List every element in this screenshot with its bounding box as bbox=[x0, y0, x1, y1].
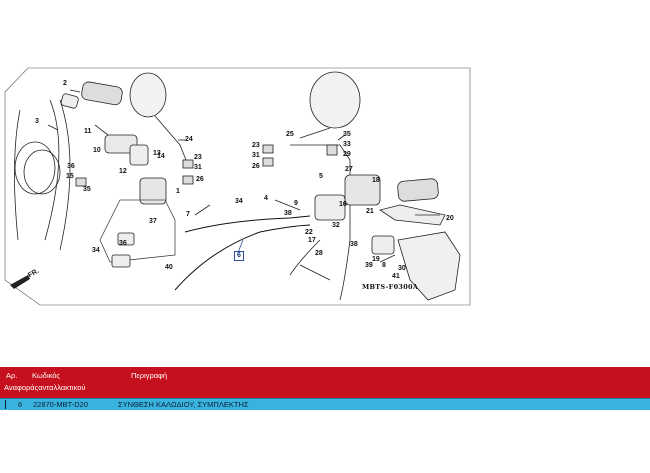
callout-27[interactable]: 27 bbox=[345, 166, 353, 173]
callout-38[interactable]: 38 bbox=[284, 210, 292, 217]
callout-31b[interactable]: 31 bbox=[252, 152, 260, 159]
parts-table-header: Αρ. Κωδικός Περιγραφή Αναφοράςανταλλακτι… bbox=[0, 367, 650, 398]
callout-16[interactable]: 16 bbox=[339, 201, 347, 208]
header-ref-line2: Αναφοράςανταλλακτικού bbox=[4, 383, 86, 392]
callout-4[interactable]: 4 bbox=[264, 195, 268, 202]
callout-10[interactable]: 10 bbox=[93, 147, 101, 154]
table-row[interactable]: 6 22870-MBT-D20 ΣΥΝΘΕΣΗ ΚΑΛΩΔΙΟΥ, ΣΥΜΠΛΕ… bbox=[0, 398, 650, 410]
callout-18[interactable]: 18 bbox=[372, 177, 380, 184]
handlebar-exploded-view bbox=[4, 67, 471, 306]
figure-code: MBTS-F0300A bbox=[362, 283, 419, 291]
callout-40[interactable]: 40 bbox=[165, 264, 173, 271]
callout-35[interactable]: 35 bbox=[83, 186, 91, 193]
row-marker bbox=[5, 400, 6, 409]
callout-24[interactable]: 24 bbox=[185, 136, 193, 143]
callout-38b[interactable]: 38 bbox=[350, 241, 358, 248]
callout-41[interactable]: 41 bbox=[392, 273, 400, 280]
callout-23b[interactable]: 23 bbox=[252, 142, 260, 149]
parts-table: Αρ. Κωδικός Περιγραφή Αναφοράςανταλλακτι… bbox=[0, 367, 650, 410]
row-ref: 6 bbox=[18, 400, 23, 409]
callout-7[interactable]: 7 bbox=[186, 211, 190, 218]
callout-36b[interactable]: 36 bbox=[119, 240, 127, 247]
row-description: ΣΥΝΘΕΣΗ ΚΑΛΩΔΙΟΥ, ΣΥΜΠΛΕΚΤΗΣ bbox=[118, 400, 249, 409]
callout-26b[interactable]: 26 bbox=[252, 163, 260, 170]
callout-35b[interactable]: 35 bbox=[343, 131, 351, 138]
callout-9[interactable]: 9 bbox=[294, 200, 298, 207]
callout-3[interactable]: 3 bbox=[35, 118, 39, 125]
callout-34[interactable]: 34 bbox=[235, 198, 243, 205]
callout-29[interactable]: 29 bbox=[343, 151, 351, 158]
callout-2[interactable]: 2 bbox=[63, 80, 67, 87]
callout-14[interactable]: 14 bbox=[157, 153, 165, 160]
callout-37[interactable]: 37 bbox=[149, 218, 157, 225]
callout-21[interactable]: 21 bbox=[366, 208, 374, 215]
callout-26[interactable]: 26 bbox=[196, 176, 204, 183]
header-description[interactable]: Περιγραφή bbox=[131, 371, 168, 380]
callout-39[interactable]: 39 bbox=[365, 262, 373, 269]
callout-8[interactable]: 8 bbox=[382, 262, 386, 269]
callout-22[interactable]: 22 bbox=[305, 229, 313, 236]
callout-31[interactable]: 31 bbox=[194, 164, 202, 171]
row-code[interactable]: 22870-MBT-D20 bbox=[33, 400, 89, 409]
callout-12[interactable]: 12 bbox=[119, 168, 127, 175]
callout-20[interactable]: 20 bbox=[446, 215, 454, 222]
callout-1[interactable]: 1 bbox=[176, 188, 180, 195]
parts-diagram bbox=[4, 67, 471, 306]
callout-19[interactable]: 19 bbox=[372, 256, 380, 263]
callout-30[interactable]: 30 bbox=[398, 265, 406, 272]
header-ref-line1: Αρ. bbox=[6, 371, 18, 380]
callout-5[interactable]: 5 bbox=[319, 173, 323, 180]
callout-15[interactable]: 15 bbox=[66, 173, 74, 180]
callout-33[interactable]: 33 bbox=[343, 141, 351, 148]
callout-28[interactable]: 28 bbox=[315, 250, 323, 257]
callout-36[interactable]: 36 bbox=[67, 163, 75, 170]
header-code[interactable]: Κωδικός bbox=[32, 371, 61, 380]
callout-34b[interactable]: 34 bbox=[92, 247, 100, 254]
callout-25[interactable]: 25 bbox=[286, 131, 294, 138]
selected-callout-6[interactable]: 6 bbox=[234, 251, 244, 261]
callout-23[interactable]: 23 bbox=[194, 154, 202, 161]
direction-arrow-icon bbox=[10, 275, 30, 289]
callout-32[interactable]: 32 bbox=[332, 222, 340, 229]
callout-11[interactable]: 11 bbox=[84, 128, 92, 135]
callout-13[interactable]: 13 bbox=[153, 150, 161, 157]
callout-17[interactable]: 17 bbox=[308, 237, 316, 244]
